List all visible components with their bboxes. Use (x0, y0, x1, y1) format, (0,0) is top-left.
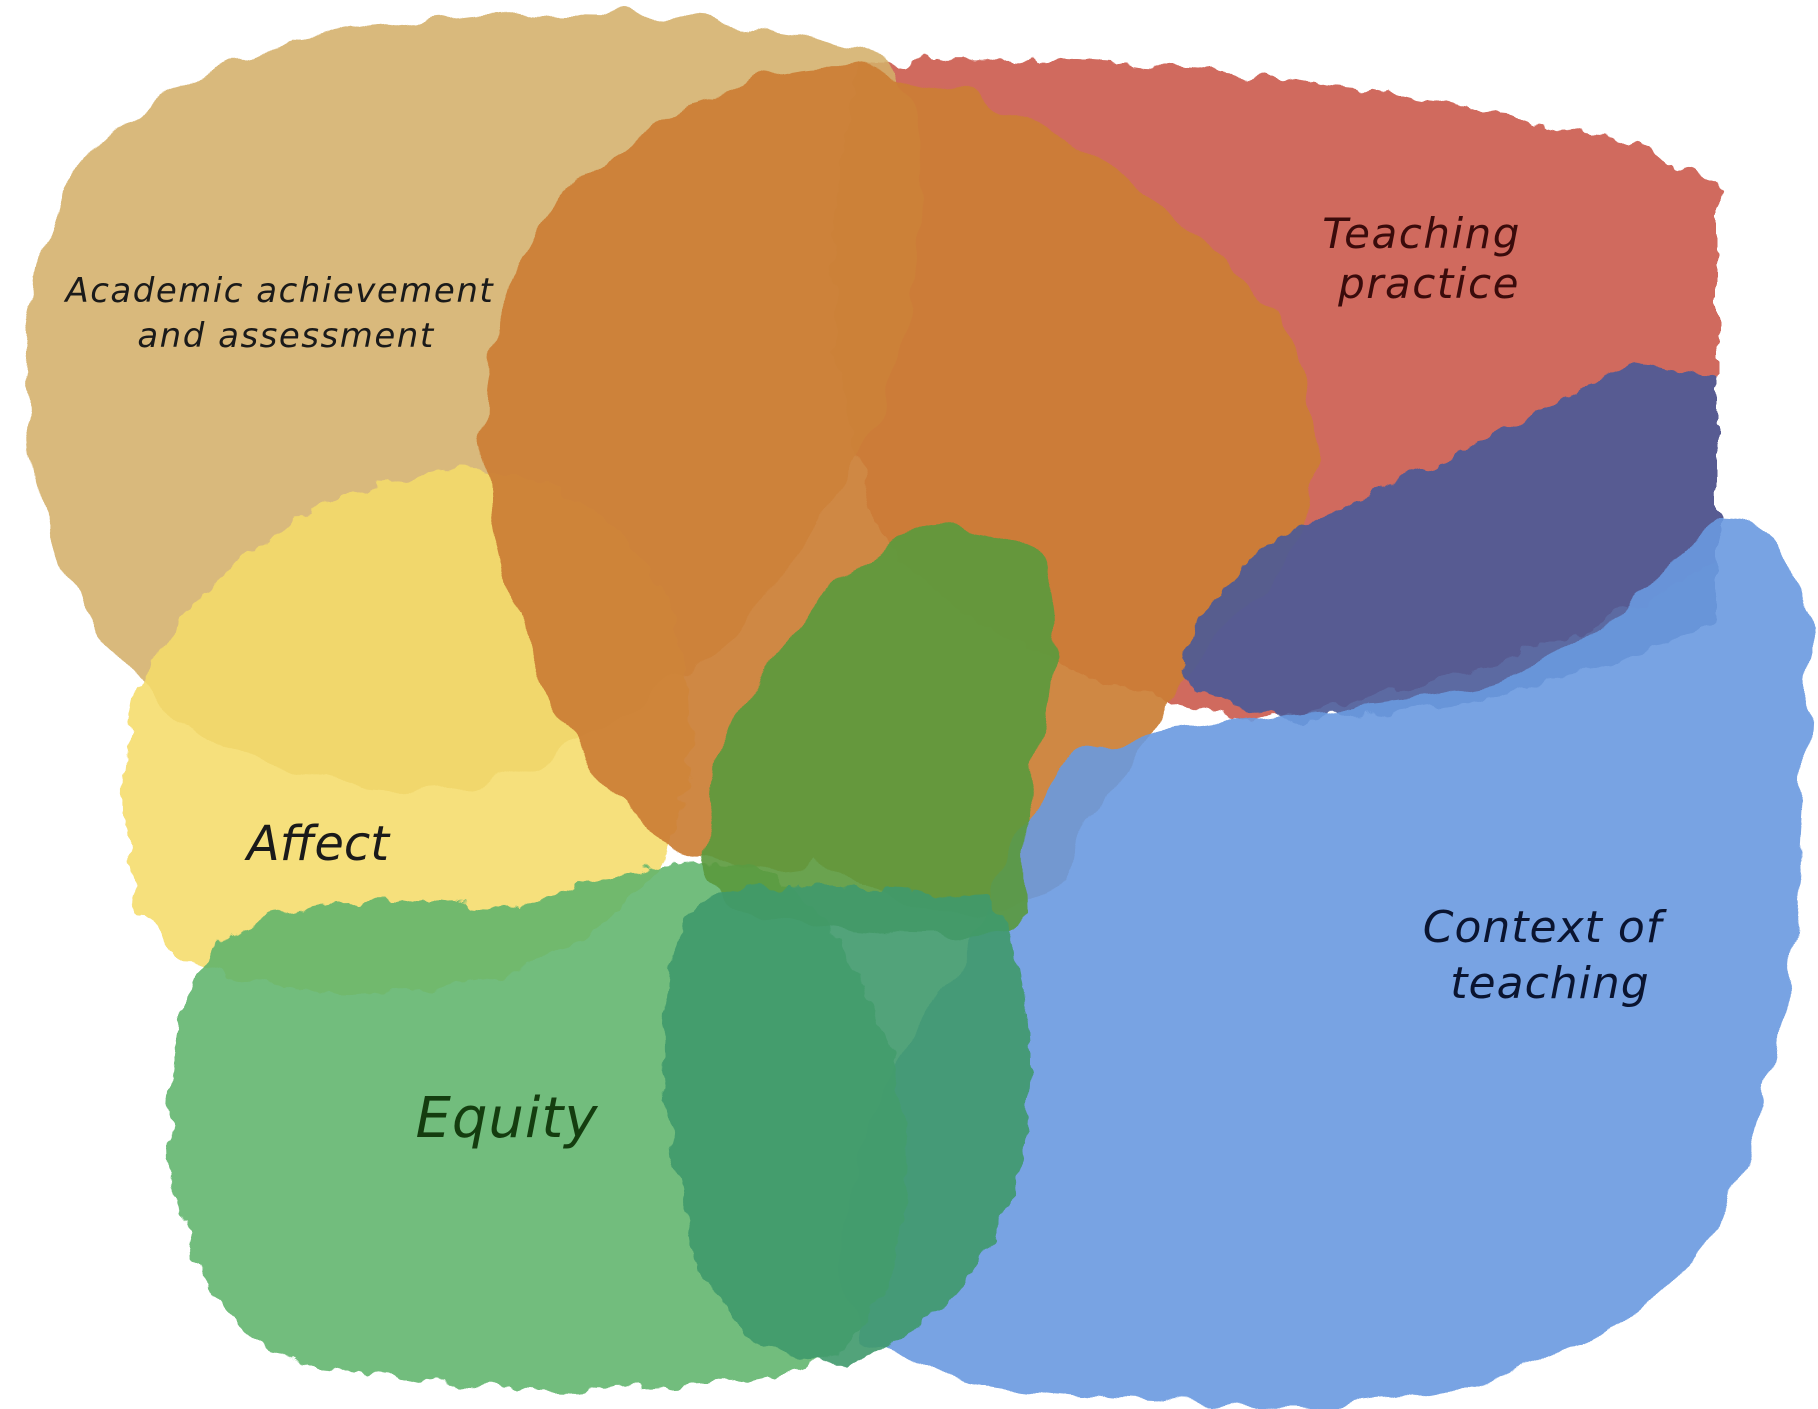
teaching-practice-label-line-1: Teaching (1322, 209, 1521, 258)
teaching-practice-label: Teaching practice (1322, 209, 1536, 308)
equity-label: Equity (415, 1086, 598, 1151)
academic-teaching-overlap (484, 67, 1315, 917)
teaching-practice-label-line-2: practice (1337, 259, 1520, 308)
academic-equity-overlap (700, 526, 1055, 937)
academic-achievement-label: Academic achievement and assessment (63, 271, 506, 356)
equity-context-overlap (663, 885, 1030, 1362)
context-of-teaching-label-line-1: Context of (1423, 902, 1668, 953)
affect-label: Affect (244, 816, 391, 872)
academic-achievement-label-line-1: Academic achievement (63, 271, 494, 311)
context-of-teaching-region (844, 520, 1809, 1405)
context-of-teaching-label: Context of teaching (1423, 902, 1678, 1009)
teaching-context-overlap (1180, 360, 1718, 720)
academic-achievement-label-line-2: and assessment (137, 316, 434, 356)
context-of-teaching-label-line-2: teaching (1450, 958, 1649, 1009)
